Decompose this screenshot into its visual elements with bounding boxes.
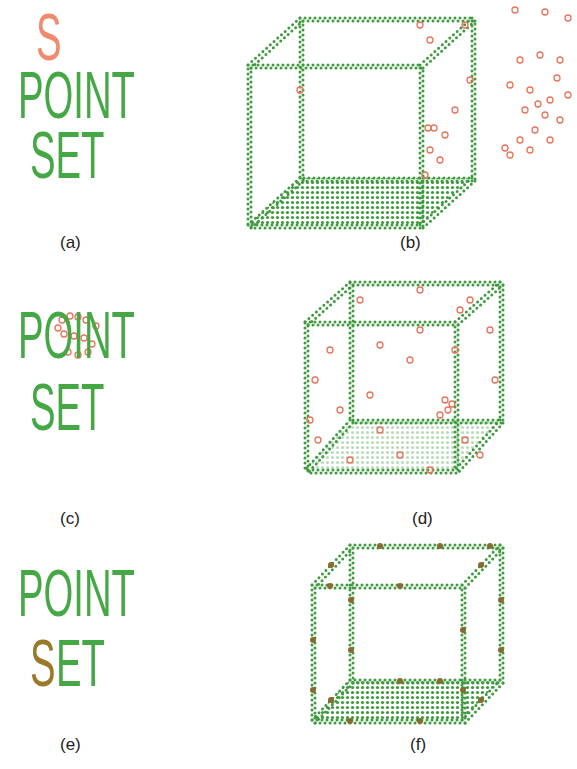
- cube-point-set: [312, 545, 503, 723]
- panel-label: (d): [412, 510, 433, 527]
- panel-label: (f): [410, 736, 426, 753]
- dotted-letters: SET: [30, 374, 104, 440]
- dotted-letters: POINT: [18, 302, 135, 368]
- dotted-letters: S: [30, 630, 56, 696]
- dotted-letters: S: [36, 4, 62, 70]
- panel-label: (b): [400, 234, 421, 251]
- panel-label: (c): [60, 510, 80, 527]
- cube-point-set: [305, 282, 503, 473]
- scattered-points: [297, 7, 571, 178]
- panel-label: (a): [60, 234, 81, 251]
- dotted-letters: POINT: [18, 62, 135, 128]
- registered-points: [310, 543, 504, 724]
- dotted-letters: SET: [30, 122, 104, 188]
- moving-points: [307, 287, 498, 473]
- panel-label: (e): [60, 736, 81, 753]
- dotted-letters: ET: [56, 630, 105, 696]
- dotted-letters: POINT: [18, 560, 135, 626]
- cube-point-set: [248, 18, 475, 228]
